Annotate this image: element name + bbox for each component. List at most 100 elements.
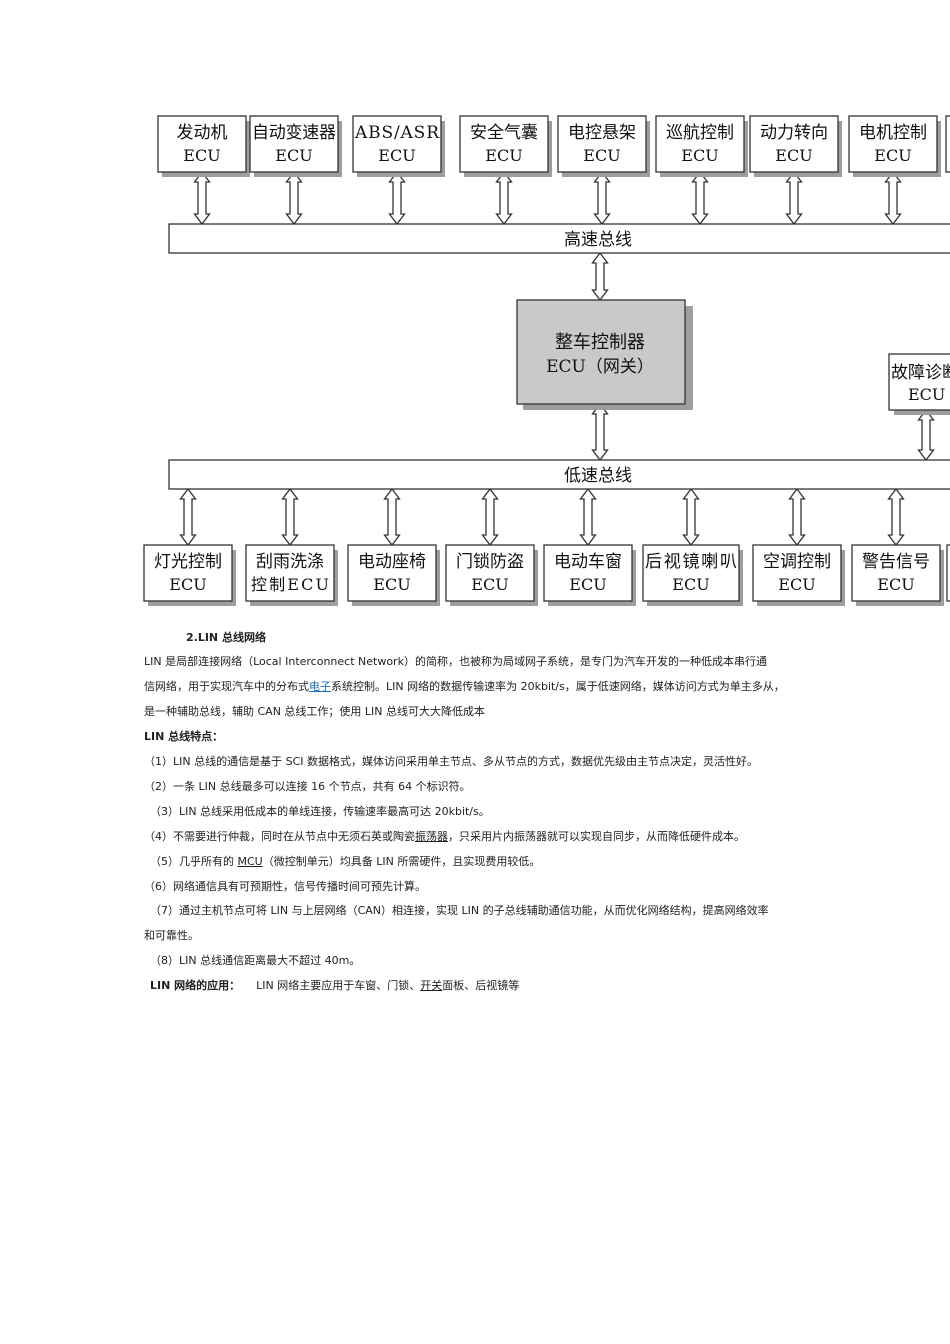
paragraph-line: LIN 是局部连接网络（Local Interconnect Network）的… [144,655,767,668]
bidirectional-arrow [884,170,902,226]
feature-item: （4）不需要进行仲裁，同时在从节点中无须石英或陶瓷振荡器，只采用片内振荡器就可以… [144,830,745,844]
bidirectional-arrow [788,487,806,547]
ecu-name: 电动座椅 [358,552,426,572]
low-speed-bus [168,459,950,490]
low-speed-bus-label: 低速总线 [564,466,632,486]
ecu-label: ECU [471,575,508,594]
bidirectional-arrow [591,402,609,462]
ecu-label: ECU [877,575,914,594]
ecu-label: 控制ECU [251,575,329,594]
ecu-box: 警告信号 ECU [851,544,944,606]
high-speed-bus-label: 高速总线 [564,230,632,250]
feature-item: （8）LIN 总线通信距离最大不超过 40m。 [150,954,361,967]
ecu-box: 灯光控制 ECU [143,544,236,606]
ecu-box: 电动车窗 ECU [543,544,636,606]
feature-item: （7）通过主机节点可将 LIN 与上层网络（CAN）相连接，实现 LIN 的子总… [150,904,769,917]
switch-link[interactable]: 开关 [420,979,443,992]
diagnosis-ecu: 故障诊断 ECU [888,353,950,415]
text-span: （5）几乎所有的 [150,855,238,868]
feature-item: （3）LIN 总线采用低成本的单线连接，传输速率最高可达 20kbit/s。 [150,805,490,818]
electronics-link[interactable]: 电子 [309,680,331,693]
bidirectional-arrow [917,408,935,462]
gateway-name: 整车控制器 [555,332,645,353]
application-title: LIN 网络的应用： [150,979,241,992]
ecu-box: 电控悬架 ECU [557,115,650,177]
text-span: LIN 网络主要应用于车窗、门锁、 [256,979,421,992]
ecu-name: 动力转向 [760,123,828,143]
ecu-name: 刮雨洗涤 [256,552,324,572]
text-span: ，只采用片内振荡器就可以实现自同步，从而降低硬件成本。 [448,830,745,843]
ecu-label: ECU [275,146,312,165]
text-span: （4）不需要进行仲裁，同时在从节点中无须石英或陶瓷 [144,830,415,843]
bidirectional-arrow [887,487,905,547]
diagnosis-name: 故障诊断 [891,363,950,383]
ecu-label: ECU [169,575,206,594]
ecu-box: 后视镜喇叭 ECU [642,544,743,606]
ecu-name: 自动变速器 [252,123,336,143]
bidirectional-arrow [193,170,211,226]
ecu-box: 门锁防盗 ECU [445,544,538,606]
ecu-name: 警告信号 [862,552,930,572]
text-span: 系统控制。LIN 网络的数据传输速率为 20kbit/s，属于低速网络，媒体访问… [331,680,785,693]
application-line: LIN 网络的应用： LIN 网络主要应用于车窗、门锁、开关面板、后视镜等 [150,979,519,993]
ecu-name: 电动车窗 [554,552,622,572]
ecu-label: ECU [569,575,606,594]
ecu-label: ECU [672,575,709,594]
bidirectional-arrow [579,487,597,547]
text-span: 信网络，用于实现汽车中的分布式 [144,680,309,693]
ecu-name: 巡航控制 [666,123,734,143]
ecu-name: ABS/ASR [354,123,440,143]
section-heading: 2.LIN 总线网络 [186,631,266,644]
gateway-ecu: 整车控制器 ECU（网关） [516,299,693,410]
text-span: （微控制单元）均具备 LIN 所需硬件，且实现费用较低。 [262,855,541,868]
oscillator-link[interactable]: 振荡器 [415,830,448,843]
ecu-label: ECU [378,146,415,165]
ecu-box: 安全气囊 ECU [459,115,552,177]
ecu-box: 动力转向 ECU [749,115,842,177]
feature-item: 和可靠性。 [144,929,199,942]
bidirectional-arrow [593,170,611,226]
ecu-label: ECU [183,146,220,165]
bidirectional-arrow [281,487,299,547]
feature-item: （1）LIN 总线的通信是基于 SCI 数据格式，媒体访问采用单主节点、多从节点… [144,755,758,768]
ecu-label: ECU [775,146,812,165]
ecu-label: ECU [373,575,410,594]
feature-item: （5）几乎所有的 MCU（微控制单元）均具备 LIN 所需硬件，且实现费用较低。 [150,855,540,869]
ecu-name: 后视镜喇叭 [645,552,737,572]
features-title: LIN 总线特点： [144,730,224,743]
ecu-box: 巡航控制 ECU [655,115,748,177]
ecu-box: ABS/ASR ECU [352,115,445,177]
ecu-name: 门锁防盗 [456,552,524,572]
paragraph-line: 是一种辅助总线，辅助 CAN 总线工作；使用 LIN 总线可大大降低成本 [144,705,486,718]
ecu-box: 发动机 ECU [157,115,250,177]
ecu-name: 空调控制 [763,552,831,572]
ecu-label: ECU [681,146,718,165]
ecu-box: 空调控制 ECU [752,544,845,606]
ecu-name: 电控悬架 [568,123,636,143]
bidirectional-arrow [691,170,709,226]
ecu-box: 电动座椅 ECU [347,544,440,606]
feature-item: （2）一条 LIN 总线最多可以连接 16 个节点，共有 64 个标识符。 [144,780,471,793]
bidirectional-arrow [495,170,513,226]
bidirectional-arrow [388,170,406,226]
ecu-name: 发动机 [177,123,228,143]
bidirectional-arrow [785,170,803,226]
diagnosis-sub: ECU [908,385,945,404]
text-span: 面板、后视镜等 [442,979,520,992]
high-speed-bus [168,223,950,254]
ecu-name: 灯光控制 [154,552,222,572]
mcu-link[interactable]: MCU [237,855,263,868]
bidirectional-arrow [383,487,401,547]
ecu-name: 安全气囊 [470,123,538,143]
ecu-label: ECU [485,146,522,165]
ecu-label: ECU [583,146,620,165]
ecu-box: 自动变速器 ECU [249,115,342,177]
bidirectional-arrow [682,487,700,547]
paragraph-line: 信网络，用于实现汽车中的分布式电子系统控制。LIN 网络的数据传输速率为 20k… [144,680,785,694]
ecu-network-diagram: 高速总线 低速总线 整车控制器 ECU（网关） 故障诊断 ECU 发动机ECU自… [143,115,950,606]
bidirectional-arrow [481,487,499,547]
bidirectional-arrow [591,251,609,302]
ecu-label: ECU [778,575,815,594]
bidirectional-arrow [285,170,303,226]
